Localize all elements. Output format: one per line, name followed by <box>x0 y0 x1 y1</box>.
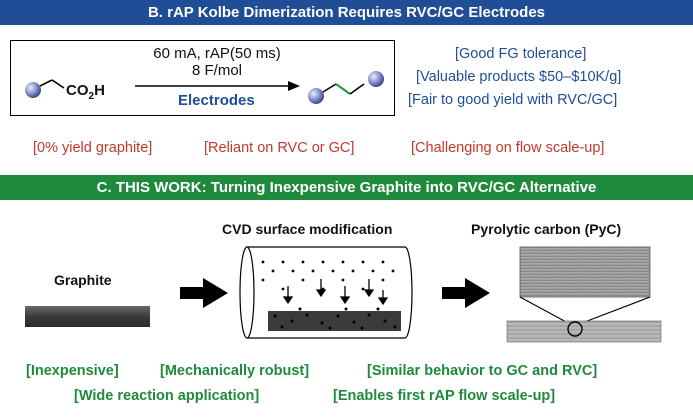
condition-current: 60 mA, rAP(50 ms) <box>153 45 281 62</box>
benefit-1: [Inexpensive] <box>26 363 119 379</box>
pyc-micrograph <box>506 246 662 343</box>
section-c-banner: C. THIS WORK: Turning Inexpensive Graphi… <box>0 175 693 200</box>
limitation-2: [Reliant on RVC or GC] <box>204 140 355 156</box>
section-b-banner: B. rAP Kolbe Dimerization Requires RVC/G… <box>0 0 693 25</box>
product-bond-2 <box>335 83 351 95</box>
benefit-4: [Wide reaction application] <box>74 388 260 404</box>
cvd-chamber <box>239 246 413 339</box>
reactant-formula: CO2H <box>66 82 105 102</box>
reaction-scheme-box <box>10 40 395 116</box>
benefit-3: [Similar behavior to GC and RVC] <box>367 363 598 379</box>
process-arrow-1 <box>180 278 228 308</box>
cvd-label: CVD surface modification <box>222 221 393 237</box>
graphite-label: Graphite <box>54 272 112 288</box>
condition-electrodes: Electrodes <box>178 92 255 109</box>
advantage-2: [Valuable products $50–$10K/g] <box>416 69 622 85</box>
benefit-5: [Enables first rAP flow scale-up] <box>333 388 556 404</box>
reactant-sphere <box>25 82 41 98</box>
advantage-3: [Fair to good yield with RVC/GC] <box>408 92 618 108</box>
section-b-title: B. rAP Kolbe Dimerization Requires RVC/G… <box>147 4 546 21</box>
pyc-label: Pyrolytic carbon (PyC) <box>471 221 622 237</box>
reactant-formula-h: H <box>94 82 105 99</box>
graphite-rod <box>25 306 150 327</box>
benefit-2: [Mechanically robust] <box>160 363 310 379</box>
reactant-formula-sub: 2 <box>88 91 95 102</box>
section-c-title: C. THIS WORK: Turning Inexpensive Graphi… <box>96 179 597 196</box>
reactant-bond-1 <box>39 79 53 87</box>
reactant-bond-2 <box>51 79 65 89</box>
reactant-formula-co: CO <box>66 82 89 99</box>
limitation-1: [0% yield graphite] <box>33 140 153 156</box>
product-sphere-right <box>368 71 384 87</box>
process-arrow-2 <box>442 278 490 308</box>
product-sphere-left <box>308 88 324 104</box>
limitation-3: [Challenging on flow scale-up] <box>411 140 605 156</box>
product-bond-1 <box>322 83 337 93</box>
reaction-arrow-head <box>288 81 300 91</box>
advantage-1: [Good FG tolerance] <box>455 46 587 62</box>
condition-charge: 8 F/mol <box>191 62 242 79</box>
product-bond-3 <box>349 83 365 95</box>
